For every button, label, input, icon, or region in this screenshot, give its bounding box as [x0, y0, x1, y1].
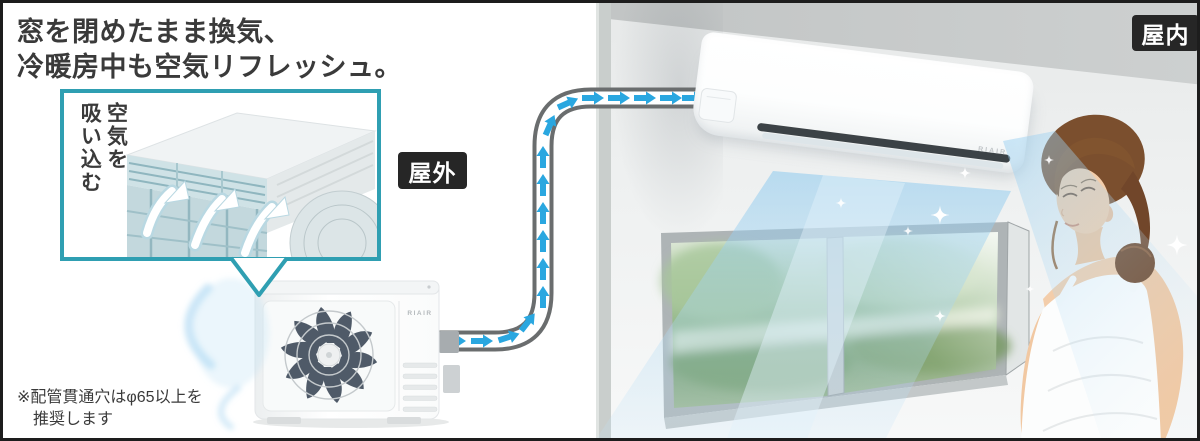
flow-arrow-icon — [539, 112, 561, 138]
headline-line2: 冷暖房中も空気リフレッシュ。 — [17, 52, 402, 82]
indoor-badge: 屋内 — [1132, 15, 1197, 51]
intake-arrow-icon — [163, 179, 190, 204]
rear-right-face — [267, 131, 375, 233]
outdoor-unit-brand: RIAIR — [407, 310, 432, 317]
unit-foot — [387, 417, 421, 424]
flow-arrow-icon — [536, 146, 550, 168]
callout-pointer — [229, 256, 289, 297]
unit-foot — [267, 417, 301, 424]
fan-panel — [262, 300, 396, 412]
flow-arrow-icon — [444, 334, 466, 348]
intake-caption: 空気を 吸い込む — [76, 102, 129, 254]
side-vents — [402, 362, 438, 412]
outdoor-badge: 屋外 — [398, 152, 467, 189]
unit-cabinet — [254, 280, 440, 420]
flow-arrow-icon — [471, 334, 493, 348]
flow-arrow-icon — [536, 286, 550, 308]
flow-arrow-icon — [496, 327, 522, 347]
pipe-bracket — [443, 365, 460, 393]
fan — [280, 307, 378, 403]
flow-arrow-icon — [555, 92, 581, 114]
flow-arrow-icon — [536, 230, 550, 252]
flow-arrow-icon — [536, 258, 550, 280]
intake-arrow-icon — [218, 385, 241, 430]
intake-arrow-icon — [263, 195, 290, 220]
flow-arrow-icon — [536, 202, 550, 224]
side-vent — [697, 87, 738, 124]
flow-arrow-icon — [516, 309, 540, 335]
flow-arrow-icon — [536, 174, 550, 196]
footnote-line2: 推奨します — [33, 411, 114, 428]
outdoor-unit-rear-view — [125, 112, 377, 257]
headline: 窓を閉めたまま換気、 冷暖房中も空気リフレッシュ。 — [17, 15, 402, 85]
footnote: ※配管貫通穴はφ65以上を 推奨します — [17, 387, 203, 431]
caption-column: 吸い込む — [78, 102, 102, 194]
headline-line1: 窓を閉めたまま換気、 — [17, 17, 292, 47]
intake-callout: 空気を 吸い込む — [60, 89, 381, 261]
intake-arrows — [140, 179, 290, 257]
fan-hub — [317, 343, 341, 367]
pipe-connector — [439, 331, 459, 353]
footnote-line1: ※配管貫通穴はφ65以上を — [17, 389, 203, 406]
fan-grille-ring — [308, 334, 350, 376]
unit-shadow — [253, 416, 449, 428]
intake-arrow-icon — [184, 283, 216, 370]
caption-column: 空気を — [104, 102, 128, 171]
wall-cross-section — [596, 3, 611, 438]
intake-arrow-icon — [213, 187, 240, 212]
